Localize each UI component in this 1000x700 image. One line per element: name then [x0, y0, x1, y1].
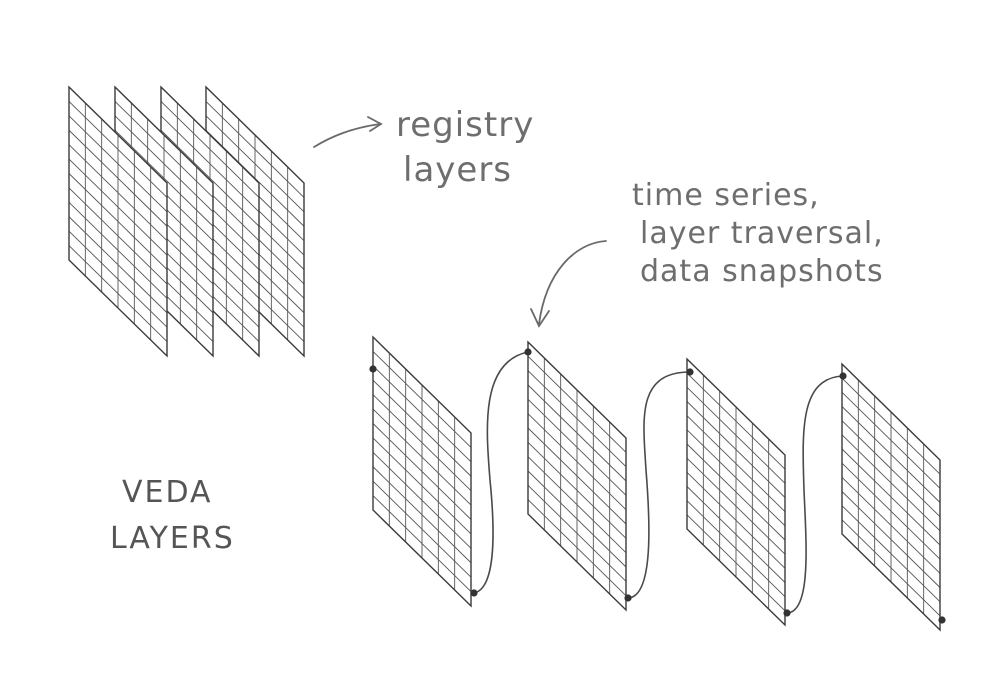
- grid-row-line: [372, 437, 472, 535]
- grid-row-line: [686, 486, 786, 583]
- grid-row-line: [686, 500, 786, 597]
- grid-row-line: [372, 495, 472, 592]
- grid-row-line: [527, 485, 627, 582]
- grid-row-line: [686, 443, 786, 541]
- grid-row-line: [841, 434, 941, 532]
- grid-row-line: [114, 115, 214, 213]
- grid-row-line: [160, 129, 260, 227]
- grid-row-line: [68, 245, 168, 342]
- grid-row-line: [372, 408, 472, 506]
- traversal-node-1: [369, 365, 377, 373]
- grid-row-line: [372, 365, 472, 463]
- grid-row-line: [68, 101, 168, 198]
- timeseries-label-line-3: data snapshots: [640, 254, 884, 289]
- traversal-node-7: [839, 372, 847, 380]
- timeseries-arrow: [530, 240, 607, 328]
- grid-row-line: [68, 230, 168, 328]
- grid-row-line: [527, 413, 627, 510]
- grid-row-line: [686, 472, 786, 569]
- registry-layer-1: [68, 85, 168, 358]
- grid-row-line: [527, 442, 627, 539]
- layer-frame: [68, 85, 168, 358]
- grid-row-line: [205, 115, 305, 213]
- grid-row-line: [841, 505, 941, 602]
- grid-row-line: [527, 427, 627, 525]
- title-line-1: VEDA: [122, 475, 213, 510]
- grid-row-line: [841, 406, 941, 503]
- timeseries-layer-4: [841, 362, 941, 632]
- grid-row-line: [372, 394, 472, 491]
- grid-row-line: [68, 158, 168, 256]
- layer-frame: [372, 335, 472, 608]
- traversal-node-5: [686, 368, 694, 376]
- traversal-connector-3: [786, 375, 844, 614]
- grid-row-line: [841, 392, 941, 489]
- traversal-connector-1: [473, 351, 529, 594]
- grid-row-line: [841, 448, 941, 546]
- grid-row-line: [841, 377, 941, 475]
- timeseries-layer-3: [686, 357, 786, 627]
- grid-row-line: [114, 101, 214, 198]
- grid-row-line: [686, 415, 786, 512]
- grid-row-line: [841, 477, 941, 574]
- grid-row-line: [841, 420, 941, 517]
- grid-row-line: [372, 452, 472, 549]
- grid-row-line: [527, 499, 627, 596]
- grid-row-line: [686, 429, 786, 527]
- traversal-node-8: [938, 616, 946, 624]
- grid-row-line: [372, 466, 472, 564]
- traversal-node-6: [783, 609, 791, 617]
- registry-label-line-1: registry: [396, 105, 534, 145]
- grid-row-line: [527, 356, 627, 453]
- registry-layer-stack: [68, 85, 305, 358]
- registry-arrow: [313, 116, 383, 148]
- grid-row-line: [68, 129, 168, 227]
- grid-row-line: [205, 101, 305, 198]
- timeseries-layer-1: [372, 335, 472, 608]
- grid-row-line: [686, 401, 786, 498]
- grid-row-line: [68, 216, 168, 314]
- grid-row-line: [372, 423, 472, 520]
- timeseries-label-line-2: layer traversal,: [640, 216, 884, 251]
- diagram-title: VEDA LAYERS: [110, 475, 235, 556]
- timeseries-label: time series, layer traversal, data snaps…: [632, 178, 894, 289]
- grid-row-line: [372, 480, 472, 578]
- timeseries-label-line-1: time series,: [632, 178, 820, 213]
- grid-row-line: [160, 115, 260, 213]
- grid-row-line: [527, 456, 627, 553]
- grid-row-line: [841, 491, 941, 588]
- registry-label-line-2: layers: [403, 150, 512, 190]
- traversal-connector-2: [627, 371, 691, 599]
- grid-row-line: [686, 457, 786, 555]
- grid-row-line: [686, 387, 786, 484]
- traversal-node-2: [470, 589, 478, 597]
- grid-row-line: [68, 173, 168, 270]
- grid-row-line: [114, 129, 214, 227]
- registry-layers-label: registry layers: [396, 105, 546, 190]
- grid-row-line: [527, 399, 627, 496]
- grid-row-line: [68, 187, 168, 285]
- traversal-node-4: [624, 594, 632, 602]
- timeseries-layers: [369, 335, 946, 632]
- layer-frame: [527, 340, 627, 612]
- grid-row-line: [527, 470, 627, 568]
- grid-row-line: [841, 462, 941, 560]
- layer-frame: [841, 362, 941, 632]
- grid-row-line: [841, 519, 941, 617]
- grid-row-line: [527, 370, 627, 467]
- title-line-2: LAYERS: [110, 521, 235, 556]
- timeseries-layer-2: [527, 340, 627, 612]
- grid-row-line: [527, 384, 627, 482]
- layer-frame: [686, 357, 786, 627]
- grid-row-line: [686, 514, 786, 612]
- grid-row-line: [372, 351, 472, 448]
- grid-row-line: [68, 202, 168, 299]
- grid-row-line: [160, 101, 260, 198]
- traversal-node-3: [524, 348, 532, 356]
- grid-row-line: [68, 144, 168, 241]
- grid-row-line: [68, 115, 168, 213]
- grid-row-line: [372, 379, 472, 477]
- grid-row-line: [686, 372, 786, 470]
